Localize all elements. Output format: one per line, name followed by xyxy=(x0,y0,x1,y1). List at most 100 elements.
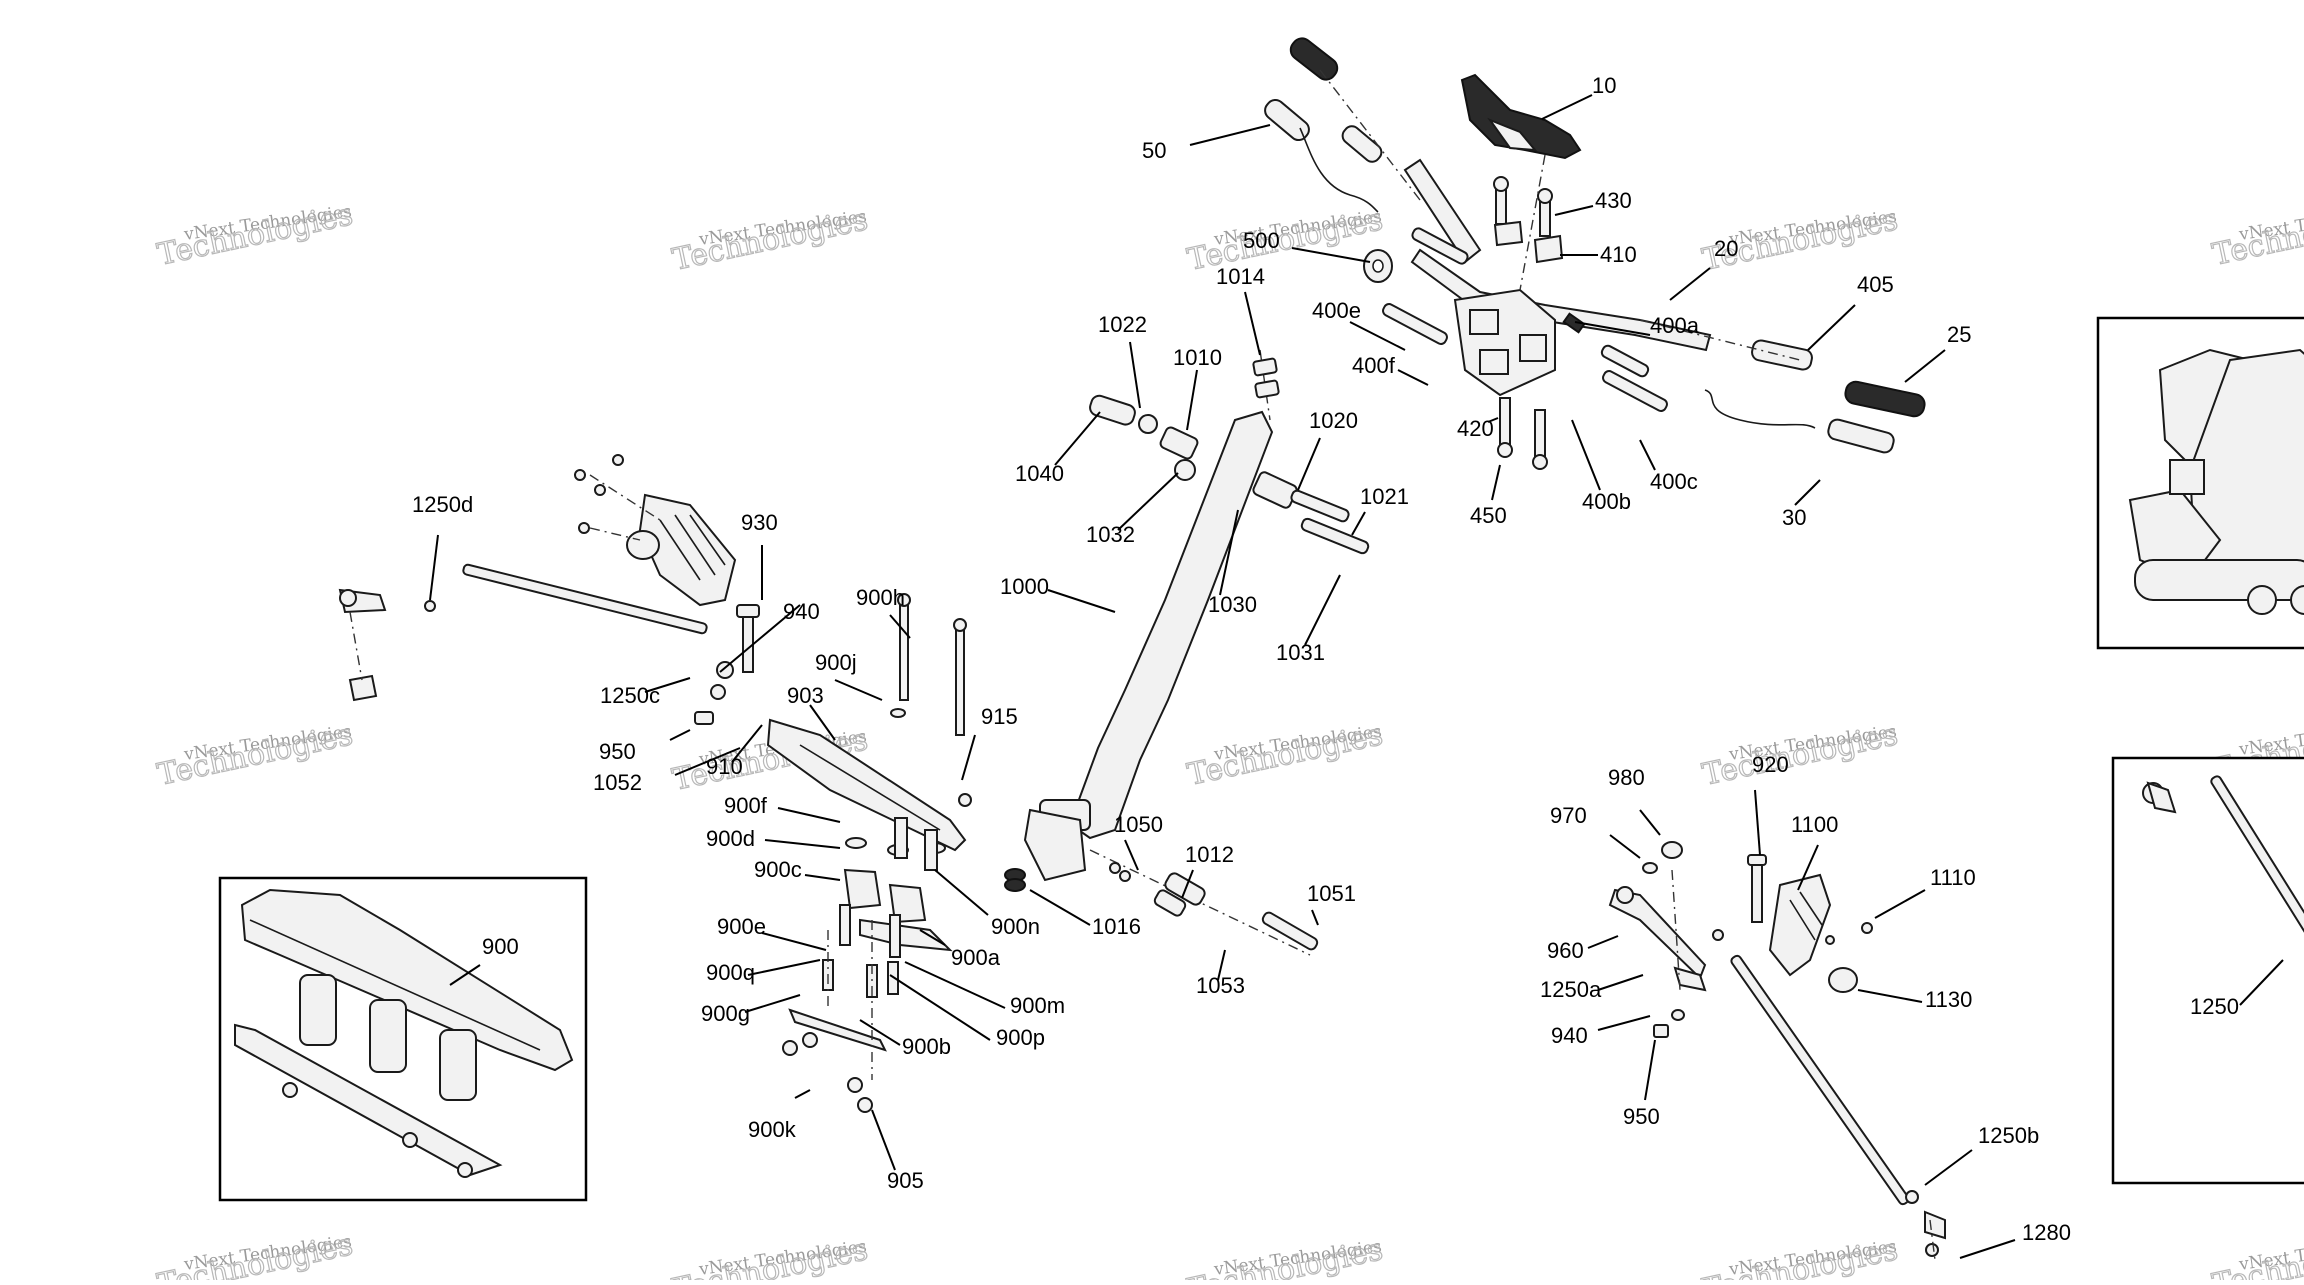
callout-label: 1040 xyxy=(1015,461,1064,486)
callout-label: 960 xyxy=(1547,938,1584,963)
svg-text:Technologies: Technologies xyxy=(154,197,355,273)
leader-line xyxy=(1794,479,1821,506)
callout: 940 xyxy=(719,599,820,673)
callout: 1250c xyxy=(600,677,691,708)
leader-line xyxy=(1124,839,1139,871)
callout-label: 900f xyxy=(724,793,768,818)
callout-label: 900e xyxy=(717,914,766,939)
leader-line xyxy=(764,839,841,849)
callout: 400b xyxy=(1571,419,1631,514)
callout: 1020 xyxy=(1297,408,1358,491)
leader-line xyxy=(1587,935,1619,949)
callout-label: 420 xyxy=(1457,416,1494,441)
callout: 1040 xyxy=(1015,411,1101,486)
callout-label: 905 xyxy=(887,1168,924,1193)
callout: 400f xyxy=(1352,353,1429,386)
svg-text:Technologies: Technologies xyxy=(2209,197,2304,273)
leader-line xyxy=(449,964,481,986)
callout-label: 1022 xyxy=(1098,312,1147,337)
svg-text:Technologies: Technologies xyxy=(1699,717,1900,793)
callout-label: 30 xyxy=(1782,505,1806,530)
leader-line xyxy=(919,929,946,946)
callout-label: 980 xyxy=(1608,765,1645,790)
leader-line xyxy=(1807,304,1856,351)
callout: 900p xyxy=(889,974,1045,1050)
svg-text:Technologies: Technologies xyxy=(1184,1232,1385,1280)
callout-label: 900c xyxy=(754,857,802,882)
leader-line xyxy=(1959,1239,2016,1259)
callout: 900m xyxy=(904,961,1065,1018)
leader-line xyxy=(1571,419,1601,491)
callout: 905 xyxy=(871,1109,924,1193)
callout-label: 1020 xyxy=(1309,408,1358,433)
inset-bracket-illustration xyxy=(234,888,574,1178)
callout: 1010 xyxy=(1173,345,1222,431)
callout-label: 900g xyxy=(701,1001,750,1026)
callout: 400a xyxy=(1574,313,1700,338)
callout-label: 1130 xyxy=(1925,987,1972,1012)
leader-line xyxy=(804,874,841,881)
leader-line xyxy=(669,729,691,741)
callout-label: 20 xyxy=(1714,236,1738,261)
callout-label: 1250 xyxy=(2190,994,2239,1019)
leader-line xyxy=(859,1019,901,1046)
callout-label: 915 xyxy=(981,704,1018,729)
leader-line xyxy=(1554,205,1594,216)
callout-label: 10 xyxy=(1592,73,1616,98)
callout-label: 400a xyxy=(1650,313,1700,338)
callout: 940 xyxy=(1551,1015,1651,1048)
callout: 450 xyxy=(1470,464,1507,528)
callout: 1016 xyxy=(1029,889,1141,939)
callout-label: 1030 xyxy=(1208,592,1257,617)
callout: 930 xyxy=(741,510,778,600)
leader-line xyxy=(1597,974,1644,991)
leader-line xyxy=(1189,124,1271,146)
leader-line xyxy=(809,704,836,741)
callout-layer: 10 20253050405410420430450500400a400b400… xyxy=(412,73,2284,1259)
callout-label: 1031 xyxy=(1276,640,1325,665)
callout: 900a xyxy=(919,929,1001,970)
callout-label: 900j xyxy=(815,650,857,675)
leader-line xyxy=(834,679,883,701)
callout-label: 900b xyxy=(902,1034,951,1059)
leader-line xyxy=(1669,267,1711,301)
callout-label: 400b xyxy=(1582,489,1631,514)
callout: 920 xyxy=(1752,752,1789,856)
callout: 960 xyxy=(1547,935,1619,963)
leader-line xyxy=(744,994,801,1013)
svg-text:Technologies: Technologies xyxy=(669,202,870,278)
leader-line xyxy=(1857,989,1923,1003)
callout-label: 900n xyxy=(991,914,1040,939)
callout: 1022 xyxy=(1098,312,1147,409)
leader-line xyxy=(429,534,439,601)
callout-label: 450 xyxy=(1470,503,1507,528)
callout: 900d xyxy=(706,826,841,851)
leader-line xyxy=(1291,247,1371,263)
callout: 980 xyxy=(1608,765,1661,836)
svg-text:Technologies: Technologies xyxy=(669,1232,870,1280)
leader-line xyxy=(777,807,841,823)
callout-label: 900a xyxy=(951,945,1001,970)
right-linkage xyxy=(1608,841,1946,1261)
callout-label: 930 xyxy=(741,510,778,535)
callout: 910 xyxy=(706,724,763,779)
leader-line xyxy=(1874,889,1926,919)
callout: 900c xyxy=(754,857,841,882)
callout: 900b xyxy=(859,1019,951,1059)
leader-line xyxy=(747,959,821,976)
callout: 1030 xyxy=(1208,509,1257,617)
callout: 400e xyxy=(1312,298,1406,351)
callout-label: 900m xyxy=(1010,993,1065,1018)
leader-line xyxy=(871,1109,896,1171)
callout: 1130 xyxy=(1857,987,1972,1012)
callout-label: 400c xyxy=(1650,469,1698,494)
callout: 950 xyxy=(599,729,691,764)
callout-label: 25 xyxy=(1947,322,1971,347)
